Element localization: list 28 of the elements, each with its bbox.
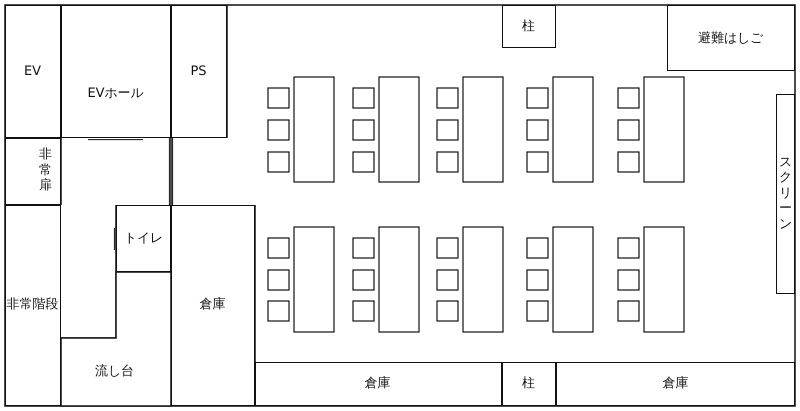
- room-label: EV: [24, 65, 42, 78]
- room: [502, 5, 556, 48]
- room-label: PS: [190, 65, 207, 78]
- room: [255, 362, 502, 406]
- room-label: 非常扉: [38, 147, 52, 194]
- room-label: 柱: [522, 20, 535, 33]
- room-label: トイレ: [124, 232, 163, 245]
- room: [667, 5, 795, 71]
- room: [171, 205, 255, 406]
- room-label: EVホール: [87, 87, 144, 100]
- room: [5, 205, 61, 406]
- room: [556, 362, 795, 406]
- room-label: 流し台: [95, 365, 134, 378]
- room: [61, 272, 171, 406]
- room-label: 倉庫: [364, 377, 390, 390]
- room-label: 倉庫: [662, 377, 688, 390]
- room: [5, 138, 61, 205]
- room: [116, 205, 171, 272]
- room: [61, 5, 171, 138]
- room-label: 柱: [522, 377, 535, 390]
- room: [776, 94, 795, 294]
- room-label: 避難はしご: [698, 32, 763, 45]
- room-label: スクリーン: [778, 154, 792, 232]
- room-label: 非常階段: [6, 298, 58, 311]
- room: [5, 5, 61, 138]
- room: [502, 362, 556, 406]
- room-label: 倉庫: [200, 298, 226, 311]
- room: [171, 5, 227, 138]
